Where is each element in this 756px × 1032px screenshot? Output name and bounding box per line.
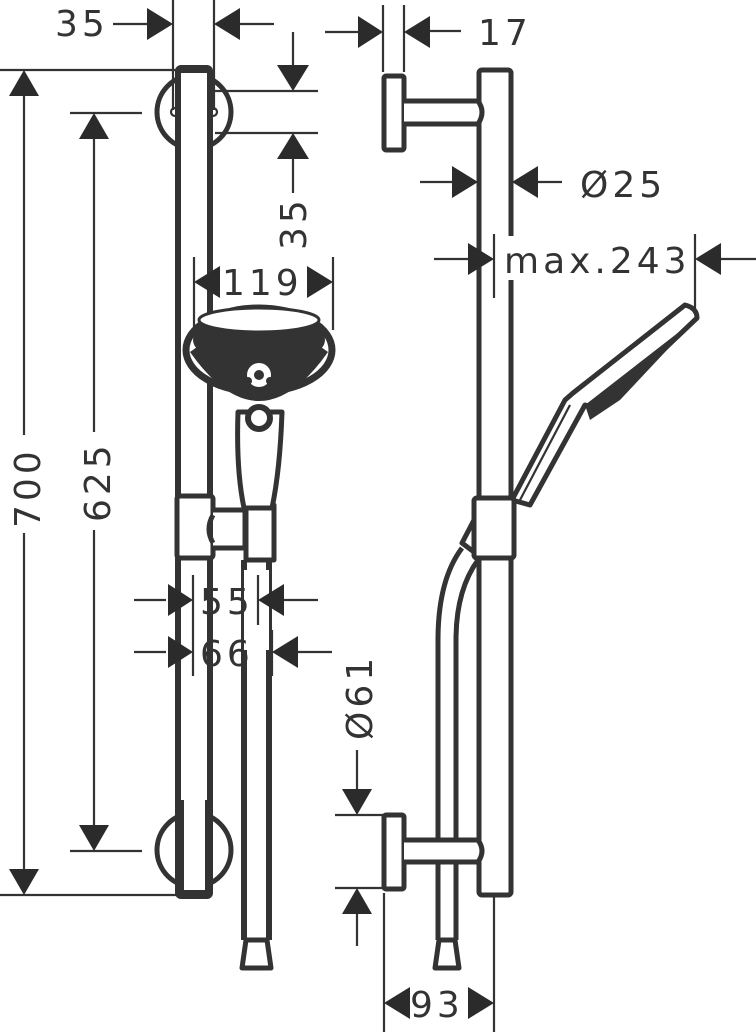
- dim-label-head-diameter: 119: [222, 263, 303, 304]
- wall-bracket-top-side: [381, 73, 407, 153]
- slider-side: [471, 495, 517, 561]
- hose-end-side: [432, 937, 462, 971]
- side-view: 17 Ø25 max.243: [325, 5, 756, 1032]
- dim-label-bracket-diameter: Ø61: [340, 654, 381, 740]
- hose-end-front: [239, 937, 274, 971]
- front-view: 35 35 700: [0, 0, 336, 971]
- dim-label-slider-outer: 66: [200, 634, 254, 675]
- dim-label-bar-diameter: Ø25: [580, 165, 666, 206]
- dim-label-total-height: 700: [8, 447, 49, 528]
- slide-bar-side: [476, 67, 514, 898]
- dim-label-bracket-depth: 17: [478, 13, 532, 54]
- dim-label-slider-inner: 55: [200, 582, 254, 623]
- dim-label-bracket-height: 35: [274, 196, 315, 250]
- wall-bracket-bottom-side: [381, 812, 407, 892]
- dim-label-wall-distance: 93: [410, 985, 464, 1026]
- dim-bar-width: 35: [55, 0, 274, 110]
- slide-bar: [175, 65, 213, 899]
- dim-label-max-projection: max.243: [504, 241, 691, 282]
- hand-shower-handle: [235, 409, 285, 511]
- dim-label-bar-width: 35: [55, 4, 109, 45]
- dim-label-bracket-spacing: 625: [78, 441, 119, 522]
